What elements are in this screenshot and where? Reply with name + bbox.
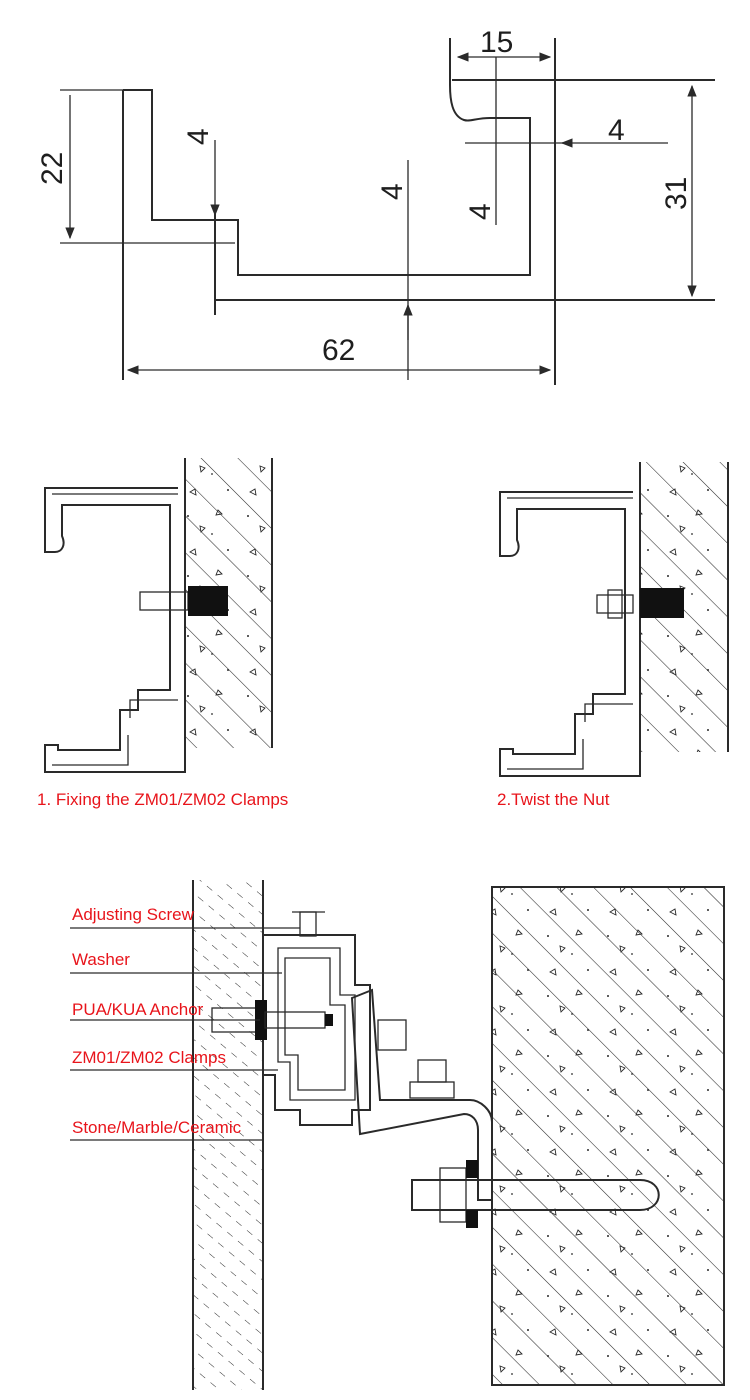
anchor-icon <box>188 586 228 616</box>
nut-icon <box>439 1167 467 1223</box>
dim-label-4-middle: 4 <box>376 183 409 200</box>
dimension-drawing: 15 22 4 4 4 4 31 62 <box>36 26 715 385</box>
dim-label-4-left: 4 <box>182 128 215 145</box>
dim-label-15: 15 <box>480 26 513 59</box>
step1-caption: 1. Fixing the ZM01/ZM02 Clamps <box>37 790 289 809</box>
nut-icon <box>377 1019 407 1051</box>
label-pua-kua-anchor: PUA/KUA Anchor <box>72 1000 204 1019</box>
backing-wall <box>193 880 263 1390</box>
bolt-icon <box>139 591 189 611</box>
clamp-body <box>262 934 371 1126</box>
label-adjusting-screw: Adjusting Screw <box>72 905 194 924</box>
step2-diagram <box>499 462 729 777</box>
dim-label-22: 22 <box>36 152 69 185</box>
anchor-icon <box>640 588 684 618</box>
step1-diagram <box>44 458 273 773</box>
adjusting-screw-icon <box>299 911 317 937</box>
dim-label-4-right: 4 <box>608 114 625 147</box>
clamp-profile <box>44 487 186 773</box>
label-washer: Washer <box>72 950 130 969</box>
threaded-rod <box>411 1179 660 1211</box>
dim-label-4-inner: 4 <box>464 203 497 220</box>
clamp-profile <box>499 491 641 777</box>
label-stone-marble-ceramic: Stone/Marble/Ceramic <box>72 1118 242 1137</box>
dim-label-62: 62 <box>322 334 355 367</box>
nut-icon <box>417 1059 447 1083</box>
label-leaders <box>70 927 300 1141</box>
profile-outline <box>122 38 715 385</box>
nut-icon <box>596 594 634 614</box>
bolt-icon <box>264 1011 326 1029</box>
step2-caption: 2.Twist the Nut <box>497 790 610 809</box>
dim-label-31: 31 <box>660 177 693 210</box>
angle-bracket <box>350 988 493 1201</box>
assembly-diagram <box>70 880 725 1390</box>
label-clamps: ZM01/ZM02 Clamps <box>72 1048 226 1067</box>
